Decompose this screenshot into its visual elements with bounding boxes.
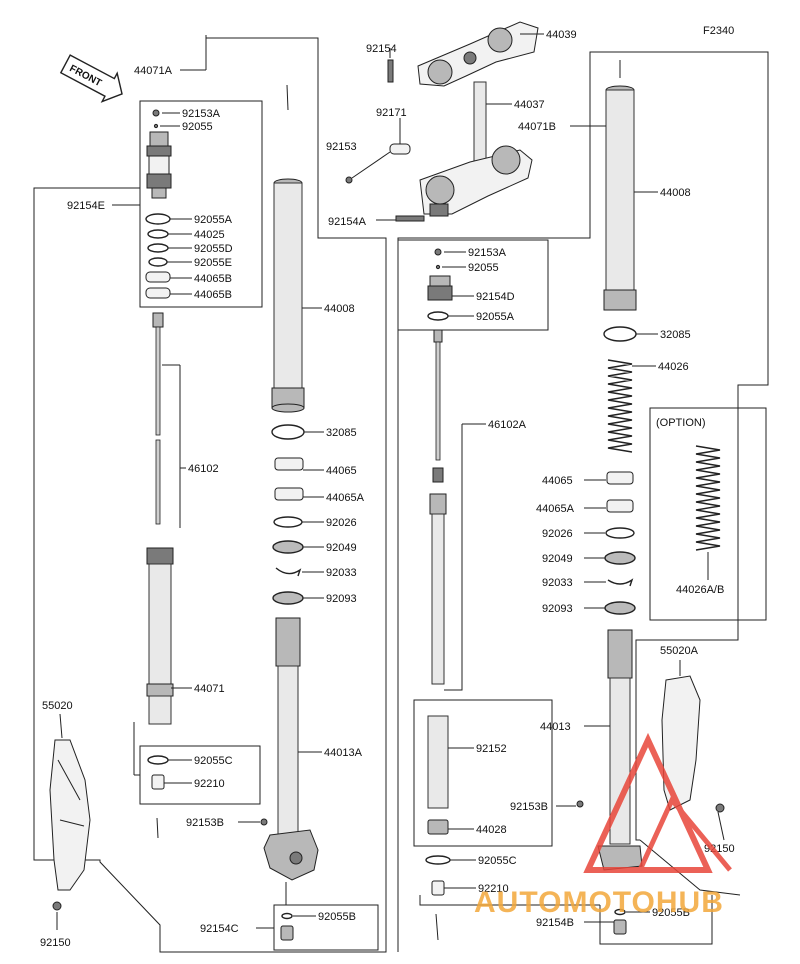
label-92055D: 92055D xyxy=(194,243,233,255)
label-44071B: 44071B xyxy=(518,121,556,133)
left-damper-rod: 46102 44071 xyxy=(146,312,225,725)
label-92154C: 92154C xyxy=(200,923,239,935)
label-92055B-mid: 92055B xyxy=(652,907,690,919)
label-92153B-left: 92153B xyxy=(186,817,224,829)
label-92055C-mid: 92055C xyxy=(478,855,517,867)
label-92055-left: 92055 xyxy=(182,121,213,133)
label-92093-right: 92093 xyxy=(542,603,573,615)
label-92055-mid: 92055 xyxy=(468,262,499,274)
right-bottom-bolt-group: 92055B 92154B xyxy=(536,907,690,935)
automotohub-watermark: AUTOMOTOHUB xyxy=(474,732,732,919)
label-92154D: 92154D xyxy=(476,291,515,303)
label-92154A: 92154A xyxy=(328,216,367,228)
figure-code: F2340 xyxy=(703,25,734,37)
label-44013A: 44013A xyxy=(324,747,363,759)
right-outer-tube-44008: 44008 44071B xyxy=(518,60,691,311)
label-46102A: 46102A xyxy=(488,419,527,431)
left-bottom-bolt-group: 92055B 92154C xyxy=(200,904,379,951)
label-44008-right: 44008 xyxy=(660,187,691,199)
label-92150-left: 92150 xyxy=(40,937,71,949)
label-44065B-2: 44065B xyxy=(194,289,232,301)
label-44026AB: 44026A/B xyxy=(676,584,724,596)
label-92154B: 92154B xyxy=(536,917,574,929)
label-92055A-mid: 92055A xyxy=(476,311,515,323)
label-92049-right: 92049 xyxy=(542,553,573,565)
label-46102: 46102 xyxy=(188,463,219,475)
label-44039: 44039 xyxy=(546,29,577,41)
label-92152: 92152 xyxy=(476,743,507,755)
right-inner-tube-44013: 44013 92153B xyxy=(510,629,643,871)
left-cartridge-group: 92153A 92055 92055A 44025 92055D 92055E … xyxy=(139,100,263,308)
label-44026: 44026 xyxy=(658,361,689,373)
label-92026-left: 92026 xyxy=(326,517,357,529)
right-fork-guard: 55020A 92150 xyxy=(660,645,735,855)
label-44065A-left: 44065A xyxy=(326,492,365,504)
label-92210-mid: 92210 xyxy=(478,883,509,895)
label-92026-right: 92026 xyxy=(542,528,573,540)
label-32085-left: 32085 xyxy=(326,427,357,439)
right-cartridge-group: 92153A 92055 92154D 92055A xyxy=(397,239,549,331)
left-seal-stack: 32085 44065 44065A 92026 92049 92033 920… xyxy=(271,424,365,605)
right-seal-stack: 32085 44026 44065 44065A 92026 92049 920… xyxy=(536,326,691,615)
label-92033-right: 92033 xyxy=(542,577,573,589)
label-44065-left: 44065 xyxy=(326,465,357,477)
label-92154E: 92154E xyxy=(67,200,105,212)
label-92055E: 92055E xyxy=(194,257,232,269)
label-92055B-left: 92055B xyxy=(318,911,356,923)
option-spring-box: (OPTION) 44026A/B xyxy=(649,407,767,621)
label-92055A-left: 92055A xyxy=(194,214,233,226)
label-44065B-1: 44065B xyxy=(194,273,232,285)
label-92049-left: 92049 xyxy=(326,542,357,554)
label-44013: 44013 xyxy=(540,721,571,733)
right-lower-bushing-group: 92152 44028 92055C 92210 xyxy=(413,699,553,941)
label-44025: 44025 xyxy=(194,229,225,241)
label-92171: 92171 xyxy=(376,107,407,119)
label-55020A: 55020A xyxy=(660,645,699,657)
option-label: (OPTION) xyxy=(656,417,706,429)
right-damper-rod: 46102A xyxy=(429,329,527,691)
label-44008-left: 44008 xyxy=(324,303,355,315)
label-92153A-left: 92153A xyxy=(182,108,221,120)
boundary-lines xyxy=(33,35,769,953)
label-92154-top: 92154 xyxy=(366,43,397,55)
left-outer-tube-44008: 44008 xyxy=(271,84,355,413)
left-inner-tube-44013A: 44013A 92153B xyxy=(186,617,363,905)
label-44065-right: 44065 xyxy=(542,475,573,487)
label-92153B-right: 92153B xyxy=(510,801,548,813)
label-92210-left: 92210 xyxy=(194,778,225,790)
watermark-text: AUTOMOTOHUB xyxy=(474,886,724,919)
label-32085-right: 32085 xyxy=(660,329,691,341)
label-44028: 44028 xyxy=(476,824,507,836)
triple-clamp-group: 44039 92154 44037 92171 92153 92154A xyxy=(326,21,577,228)
label-44037: 44037 xyxy=(514,99,545,111)
label-92093-left: 92093 xyxy=(326,593,357,605)
label-92033-left: 92033 xyxy=(326,567,357,579)
label-44071A: 44071A xyxy=(134,65,173,77)
label-92153-top: 92153 xyxy=(326,141,357,153)
label-92055C-left: 92055C xyxy=(194,755,233,767)
front-arrow-icon: FRONT xyxy=(59,54,123,103)
label-44065A-right: 44065A xyxy=(536,503,575,515)
left-fork-guard: 55020 92150 xyxy=(40,700,91,949)
left-lower-seal-group: 92055C 92210 xyxy=(133,722,261,839)
label-92153A-mid: 92153A xyxy=(468,247,507,259)
label-55020: 55020 xyxy=(42,700,73,712)
label-44071: 44071 xyxy=(194,683,225,695)
